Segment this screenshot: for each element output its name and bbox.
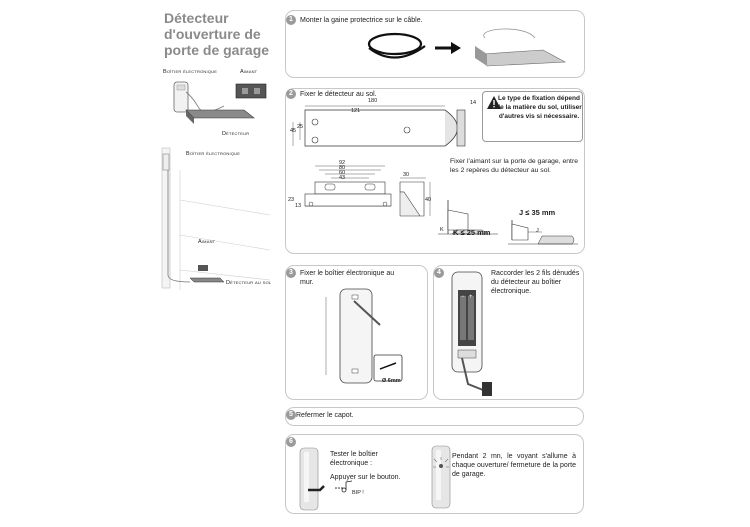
dim-60: 60: [339, 170, 346, 176]
dim-25: 25: [297, 124, 304, 130]
dim-180: 180: [368, 98, 378, 104]
product-overview-illustration: [173, 81, 267, 124]
k-distance-label: K ≤ 25 mm: [453, 228, 491, 237]
step-4-number: 4: [434, 268, 444, 278]
page-title: Détecteur d'ouverture de porte de garage: [164, 10, 270, 58]
k-letter: K: [440, 227, 444, 233]
step-3-text: Fixer le boîtier électronique au mur.: [300, 270, 395, 286]
warning-icon: [487, 96, 501, 109]
svg-text:−: −: [461, 294, 465, 300]
dim-80: 80: [339, 165, 346, 171]
j-letter: J: [536, 228, 539, 234]
step-3-number: 3: [286, 268, 296, 278]
magnet-side-drawing: [399, 177, 431, 217]
svg-text:+: +: [469, 294, 473, 300]
detecteur-sol-label: Détecteur au sol: [226, 280, 272, 286]
drill-size-label: Ø 6mm: [382, 378, 401, 384]
step-5-number: 5: [286, 410, 296, 420]
step-2-text: Fixer le détecteur au sol.: [300, 91, 377, 98]
step-5-panel: [285, 407, 584, 426]
step-4-text: Raccorder les 2 fils dénudés du détecteu…: [491, 270, 580, 295]
step-1-text: Monter la gaine protectrice sur le câble…: [300, 17, 423, 24]
gap-schematic: [438, 200, 578, 245]
garage-door-illustration: [161, 147, 271, 290]
dim-43: 43: [339, 175, 346, 181]
dim-92: 92: [339, 160, 346, 166]
dim-23: 23: [288, 197, 295, 203]
boitier-side-label: Boîtier électronique: [186, 151, 241, 157]
warning-text: Le type de fixation dépend de la matière…: [496, 95, 582, 120]
magnet-dimension-drawing: [304, 165, 392, 207]
j-distance-label: J ≤ 35 mm: [519, 208, 556, 217]
dim-45: 45: [290, 128, 297, 134]
press-button-text: Appuyer sur le bouton.: [330, 474, 401, 481]
step-6-number: 6: [286, 437, 296, 447]
warning-box: [482, 91, 583, 142]
step-5-text: Refermer le capot.: [296, 412, 354, 419]
wall-mount-illustration: [325, 288, 403, 384]
battery-wiring-illustration: − +: [451, 271, 492, 396]
test-button-illustration: [299, 447, 353, 511]
step-6-text: Tester le boîtier électronique :: [330, 451, 378, 467]
led-description: Pendant 2 mn, le voyant s'allume à chaqu…: [452, 453, 576, 478]
dim-121: 121: [351, 108, 361, 114]
step-1-panel: [285, 10, 585, 78]
aimant-label: Aimant: [240, 69, 258, 75]
aimant-side-label: Aimant: [198, 239, 216, 245]
step-2-number: 2: [286, 89, 296, 99]
dim-30: 30: [403, 172, 410, 178]
dim-13: 13: [295, 203, 302, 209]
led-indicator-illustration: [431, 445, 451, 509]
beep-label: BIP !: [352, 490, 364, 496]
step-1-number: 1: [286, 15, 296, 25]
magnet-instruction: Fixer l'aimant sur la porte de garage, e…: [450, 158, 578, 174]
dim-40: 40: [425, 197, 432, 203]
detecteur-label: Détecteur: [222, 131, 250, 137]
cable-sheath-illustration: [367, 28, 567, 67]
detector-dimension-drawing: [292, 105, 466, 147]
boitier-label: Boîtier électronique: [163, 69, 218, 75]
dim-14: 14: [470, 100, 477, 106]
